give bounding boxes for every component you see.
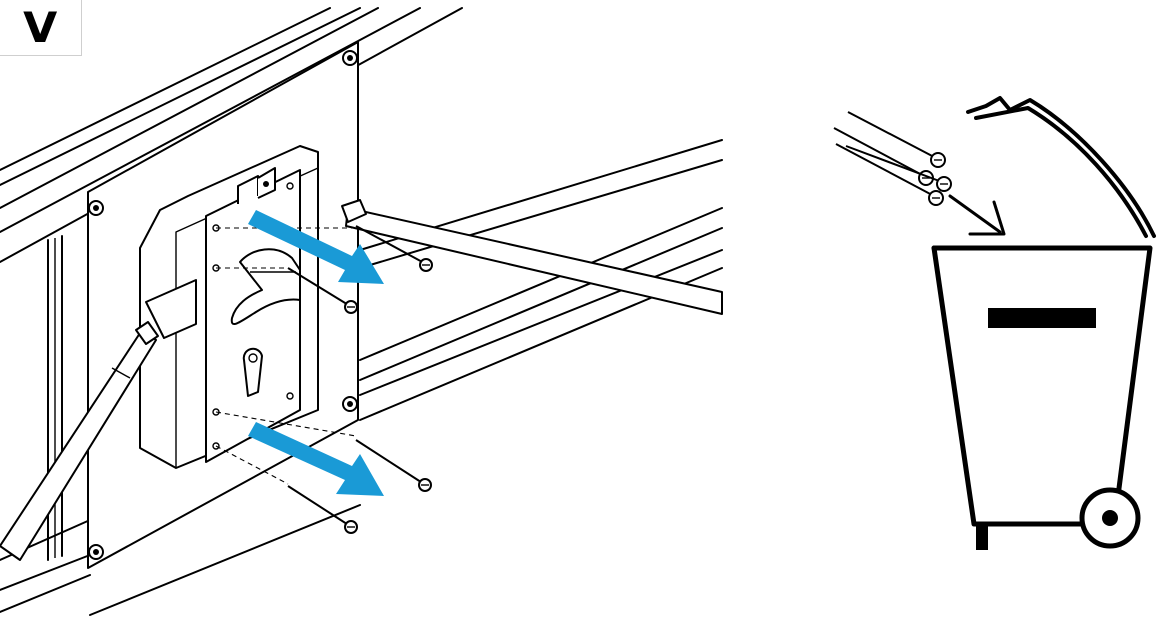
screw-bundle bbox=[833, 111, 952, 206]
plate-bolt bbox=[88, 50, 358, 560]
disposal-arrow-icon bbox=[948, 194, 1006, 236]
crossed-out-wheelie-bin-icon bbox=[931, 96, 1156, 550]
screwdriver-icon bbox=[0, 321, 159, 561]
step-label: V bbox=[23, 2, 58, 52]
screwdriver-icon bbox=[341, 199, 723, 315]
screw-icon bbox=[287, 267, 358, 314]
bin-bar bbox=[988, 308, 1096, 328]
removed-screws bbox=[215, 225, 433, 534]
blue-arrow-icon bbox=[248, 422, 384, 496]
screw-icon bbox=[847, 111, 946, 168]
step-badge: V bbox=[0, 0, 82, 56]
screw-icon bbox=[833, 127, 934, 186]
screw-icon bbox=[355, 225, 433, 272]
screw-icon bbox=[835, 143, 944, 206]
screw-icon bbox=[355, 439, 432, 492]
screw-icon bbox=[287, 485, 358, 534]
blue-arrow-icon bbox=[248, 210, 384, 284]
screw-icon bbox=[845, 145, 952, 192]
